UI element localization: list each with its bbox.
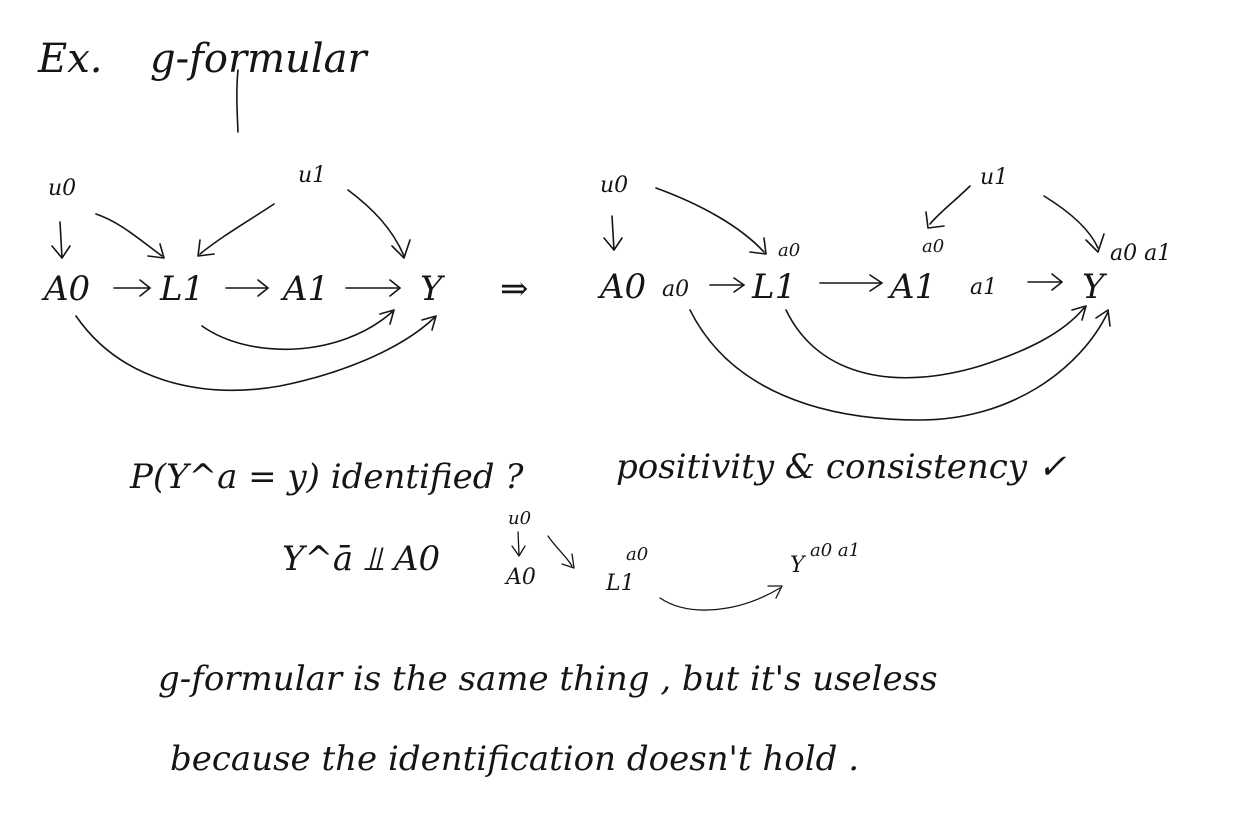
right-edge-u1-Y <box>1043 195 1099 249</box>
left-arrowhead <box>257 279 269 297</box>
right-arrowhead <box>1051 273 1063 291</box>
left-edge-u1-L1 <box>199 203 275 255</box>
left-arrowhead <box>197 239 215 257</box>
left-arrowhead <box>139 279 151 297</box>
right-edge-L1-Y <box>785 307 1085 379</box>
mini-node-u0: u0 <box>508 508 531 529</box>
left-edge-L1-Y <box>201 311 393 351</box>
conclusion-line-2: because the identification doesn't hold … <box>170 739 859 779</box>
mini-node-Y: Y <box>790 553 807 578</box>
left-node-Y: Y <box>420 269 446 309</box>
left-edge-u0-L1 <box>95 213 163 257</box>
right-node-L1: L1 <box>751 267 796 307</box>
left-edge-u0-A0 <box>59 221 63 259</box>
right-node-u1: u1 <box>980 165 1008 190</box>
mini-node-A0: A0 <box>504 565 536 590</box>
mini-arrowhead <box>511 545 526 557</box>
independence-statement: Y^ā ⫫ A0 <box>282 539 440 579</box>
right-Y-superscript: a0 a1 <box>1110 241 1171 266</box>
mini-edge-u0-L1 <box>547 535 573 567</box>
left-arrowhead <box>389 279 401 297</box>
left-arrowhead <box>391 239 411 259</box>
page-title: g-formular <box>150 36 369 82</box>
mini-edge-u0-A0 <box>517 531 520 555</box>
right-edge-u0-A0 <box>611 215 615 251</box>
right-arrowhead <box>749 237 767 255</box>
left-edge-u1-Y <box>347 189 405 257</box>
right-edge-A0-Y <box>689 309 1109 421</box>
mini-arrowhead <box>767 585 783 599</box>
right-A1-superscript: a0 <box>922 236 944 257</box>
right-arrowhead <box>603 237 623 251</box>
right-edge-u1-A1 <box>929 185 971 225</box>
right-label-a1: a1 <box>970 275 997 300</box>
right-label-a0: a0 <box>662 277 689 302</box>
right-arrowhead <box>925 211 945 229</box>
conditions-note: positivity & consistency ✓ <box>616 447 1066 487</box>
ex-label: Ex. <box>37 36 102 82</box>
right-arrowhead <box>1071 305 1087 321</box>
right-edge-u0-L1 <box>655 187 765 253</box>
mini-Y-superscript: a0 a1 <box>810 540 860 561</box>
mini-edge-L1-Y <box>659 587 781 611</box>
right-node-A1: A1 <box>887 267 936 307</box>
left-arrowhead <box>379 309 395 325</box>
mini-L1-superscript: a0 <box>626 544 648 565</box>
identification-question: P(Y^a = y) identified ? <box>129 457 524 497</box>
right-L1-superscript: a0 <box>778 240 800 261</box>
left-node-u1: u1 <box>298 163 326 188</box>
left-arrowhead <box>51 245 71 259</box>
left-node-u0: u0 <box>48 176 76 201</box>
left-node-L1: L1 <box>159 269 204 309</box>
right-arrowhead <box>1095 309 1111 327</box>
implies-arrow: ⇒ <box>500 269 529 309</box>
left-node-A1: A1 <box>280 269 329 309</box>
right-arrowhead <box>869 274 883 292</box>
left-node-A0: A0 <box>41 269 90 309</box>
left-arrowhead <box>421 315 437 331</box>
mini-arrowhead <box>561 553 575 569</box>
right-node-u0: u0 <box>600 173 628 198</box>
mini-node-L1: L1 <box>605 571 635 596</box>
left-arrowhead <box>147 243 165 259</box>
right-arrowhead <box>733 277 745 293</box>
title-descender-stroke <box>236 69 239 133</box>
right-node-Y: Y <box>1082 267 1108 307</box>
conclusion-line-1: g-formular is the same thing , but it's … <box>158 659 938 699</box>
right-arrowhead <box>1085 233 1105 253</box>
right-node-A0: A0 <box>597 267 646 307</box>
left-edge-A0-Y <box>75 315 435 392</box>
